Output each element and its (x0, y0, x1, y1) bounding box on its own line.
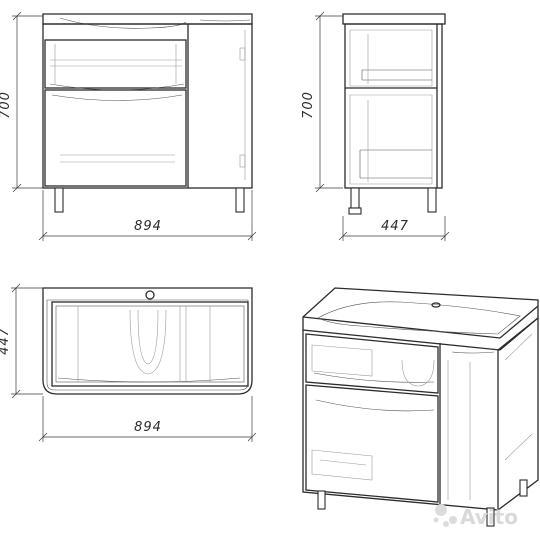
front-width-label: 894 (134, 219, 162, 234)
watermark-dot (433, 517, 439, 523)
watermark-text: Avito (460, 505, 518, 529)
side-view: 700 447 (301, 11, 450, 241)
watermark-dot (449, 516, 457, 524)
isometric-view (302, 287, 539, 527)
side-depth-label: 447 (381, 219, 409, 234)
side-height-label: 700 (301, 91, 316, 119)
top-width-label: 894 (134, 420, 162, 435)
top-depth-label: 447 (0, 327, 12, 355)
watermark-dot (443, 521, 449, 527)
watermark-dot (435, 504, 447, 516)
top-view: 447 894 (0, 283, 257, 442)
front-height-label: 700 (0, 91, 13, 119)
watermark: Avito (433, 504, 518, 529)
front-view: 700 894 (0, 11, 257, 241)
